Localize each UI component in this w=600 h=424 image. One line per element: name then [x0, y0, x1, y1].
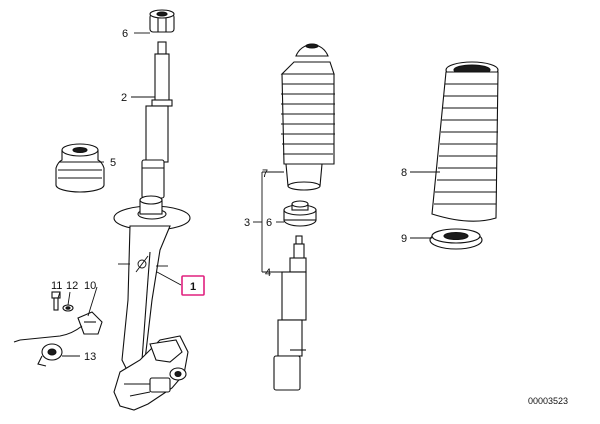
callout-4[interactable]: 4 [265, 267, 271, 279]
leader-lines [57, 32, 440, 357]
callout-11[interactable]: 11 [51, 280, 62, 292]
nut-part-6-top[interactable] [149, 9, 175, 33]
diagram-number: 00003523 [528, 396, 568, 406]
callout-12[interactable]: 12 [66, 280, 78, 292]
nut-part-6-middle[interactable] [283, 200, 317, 227]
boot-part-7[interactable] [280, 43, 335, 191]
callout-6-top[interactable]: 6 [122, 28, 128, 40]
ring-part-9[interactable] [429, 228, 483, 250]
callout-3[interactable]: 3 [244, 217, 250, 229]
piston-rod-part-2[interactable] [141, 41, 173, 199]
shock-absorber-part-4[interactable] [273, 235, 307, 391]
callout-9[interactable]: 9 [401, 233, 407, 245]
callout-5[interactable]: 5 [110, 157, 116, 169]
bump-stop-part-5[interactable] [55, 143, 105, 193]
protective-tube-part-8[interactable] [431, 61, 499, 222]
sensor-part-10[interactable] [13, 311, 103, 343]
bolt-part-11[interactable] [51, 291, 61, 311]
section-marker [118, 255, 168, 273]
callout-10[interactable]: 10 [84, 280, 96, 292]
strut-housing-part-1[interactable] [113, 195, 191, 411]
callout-8[interactable]: 8 [401, 167, 407, 179]
callout-1[interactable]: 1 [190, 281, 196, 293]
highlight-box-part-1 [181, 275, 205, 296]
clip-part-13[interactable] [37, 343, 63, 367]
washer-part-12[interactable] [62, 304, 74, 312]
callout-13[interactable]: 13 [84, 351, 96, 363]
callout-2[interactable]: 2 [121, 92, 127, 104]
callout-7[interactable]: 7 [262, 168, 268, 180]
callout-6-middle[interactable]: 6 [266, 217, 272, 229]
